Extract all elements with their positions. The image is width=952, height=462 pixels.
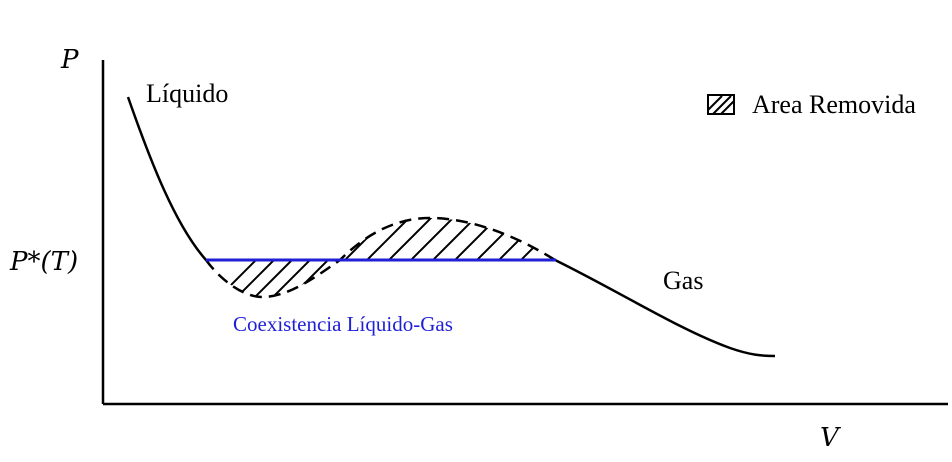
- coexistence-label: Coexistencia Líquido-Gas: [233, 312, 453, 336]
- isotherm-gas-branch: [554, 258, 776, 358]
- x-axis-label: V: [820, 423, 841, 453]
- legend-label: Area Removida: [752, 90, 916, 119]
- isotherm-liquid-branch: [126, 96, 207, 261]
- y-tick-label: P*(T): [9, 247, 78, 277]
- isotherm-unstable-section: [204, 216, 556, 299]
- removed-area-lower: [209, 260, 340, 297]
- gas-label: Gas: [663, 266, 703, 295]
- legend-hatch-icon: [707, 94, 735, 115]
- y-axis-label: P: [60, 45, 79, 75]
- liquid-label: Líquido: [146, 79, 228, 108]
